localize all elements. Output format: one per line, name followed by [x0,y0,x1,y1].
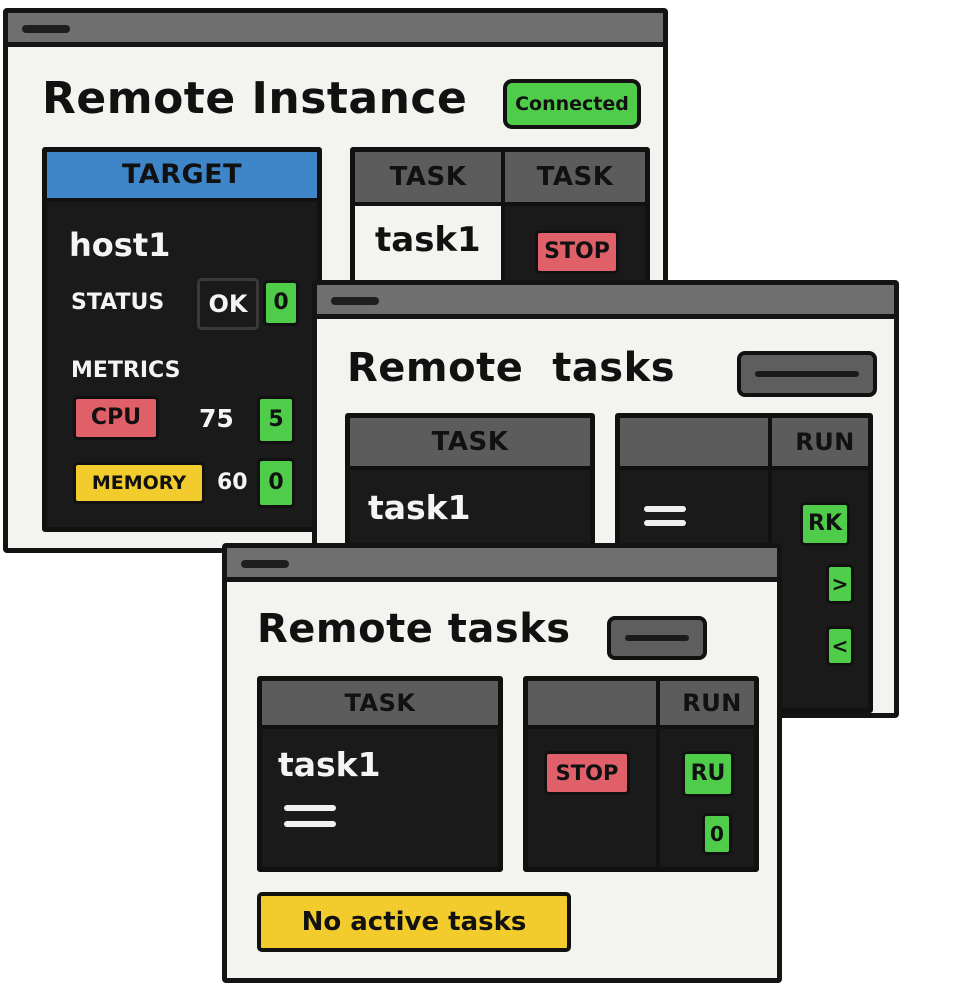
stop-button[interactable]: STOP [535,230,619,274]
next-button[interactable]: > [826,564,854,604]
run-button[interactable]: RU [682,751,734,797]
window-title: Remote tasks [347,345,676,391]
stop-button[interactable]: STOP [544,751,630,795]
column-divider [656,729,660,867]
cpu-label: CPU [73,396,159,440]
target-panel: TARGET host1 STATUS OK 0 METRICS CPU 75 … [42,147,322,532]
drag-handle-icon[interactable] [284,805,336,827]
connection-status-badge: Connected [503,79,641,129]
drag-handle-icon[interactable] [644,506,686,526]
window-title: Remote tasks [257,606,571,652]
target-panel-header: TARGET [47,152,317,202]
blank-column-header [528,681,660,729]
task-column-header-2: TASK [505,152,645,206]
status-value: OK [197,278,259,330]
count-chip[interactable]: 0 [702,813,732,855]
metrics-label: METRICS [71,358,181,383]
window-titlebar[interactable] [227,548,777,582]
empty-state-banner: No active tasks [257,892,571,952]
window-menu-icon[interactable] [331,297,379,305]
memory-label: MEMORY [73,462,205,504]
task-column-header: TASK [262,681,498,729]
task-name: task1 [368,488,471,527]
blank-column-header [620,418,772,470]
task-name: task1 [375,220,481,260]
window-titlebar[interactable] [317,285,894,319]
task-name: task1 [278,745,381,784]
window-action-button[interactable] [607,616,707,660]
window-menu-icon[interactable] [22,25,70,33]
prev-button[interactable]: < [826,626,854,666]
task-panel: TASK task1 [257,676,503,872]
memory-chip[interactable]: 0 [257,458,295,508]
status-label: STATUS [71,290,165,315]
run-panel: RUN STOP RU 0 [523,676,759,872]
status-count-chip[interactable]: 0 [263,280,299,326]
window-menu-icon[interactable] [241,560,289,568]
window-action-button[interactable] [737,351,877,397]
run-column-header: RUN [772,418,868,470]
window-title: Remote Instance [42,73,468,124]
run-column-header: RUN [660,681,754,729]
run-button[interactable]: RK [800,502,850,546]
task-column-header: TASK [350,418,590,470]
memory-value: 60 [217,470,248,495]
task-column-header: TASK [355,152,505,206]
cpu-chip[interactable]: 5 [257,396,295,444]
remote-tasks-window-3: Remote tasks TASK task1 RUN STOP RU 0 No… [222,543,782,983]
window-titlebar[interactable] [8,13,663,47]
cpu-value: 75 [199,404,234,433]
host-name: host1 [69,226,171,264]
